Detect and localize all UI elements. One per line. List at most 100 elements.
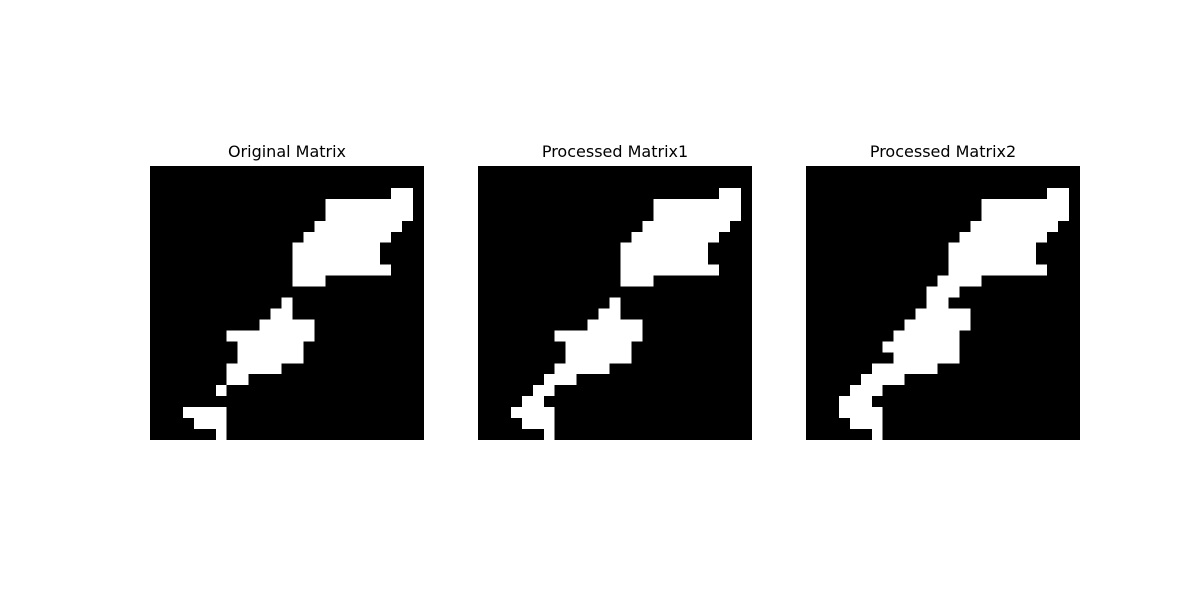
matrix-cell xyxy=(827,418,839,430)
matrix-cell xyxy=(543,407,555,419)
matrix-cell xyxy=(488,198,500,210)
matrix-cell xyxy=(730,396,742,408)
matrix-cell xyxy=(664,374,676,386)
matrix-cell xyxy=(620,374,632,386)
matrix-cell xyxy=(358,308,370,320)
matrix-cell xyxy=(620,363,632,375)
matrix-cell xyxy=(521,242,533,254)
matrix-cell xyxy=(369,187,381,199)
matrix-cell xyxy=(970,253,982,265)
matrix-cell xyxy=(391,308,403,320)
matrix-cell xyxy=(347,418,359,430)
matrix-cell xyxy=(193,308,205,320)
matrix-cell xyxy=(860,385,872,397)
matrix-cell xyxy=(193,166,205,178)
matrix-cell xyxy=(697,187,709,199)
matrix-cell xyxy=(741,187,752,199)
matrix-cell xyxy=(609,275,621,287)
matrix-cell xyxy=(915,187,927,199)
matrix-cell xyxy=(336,231,348,243)
matrix-cell xyxy=(204,264,216,276)
matrix-cell xyxy=(806,308,818,320)
matrix-cell xyxy=(741,308,752,320)
matrix-cell xyxy=(259,264,271,276)
matrix-cell xyxy=(1025,286,1037,298)
matrix-cell xyxy=(708,418,720,430)
matrix-cell xyxy=(937,319,949,331)
matrix-cell xyxy=(182,396,194,408)
matrix-cell xyxy=(478,297,490,309)
matrix-cell xyxy=(1003,330,1015,342)
matrix-cell xyxy=(521,220,533,232)
matrix-cell xyxy=(543,275,555,287)
matrix-cell xyxy=(325,297,337,309)
matrix-cell xyxy=(259,176,271,188)
matrix-cell xyxy=(719,264,731,276)
matrix-cell xyxy=(816,231,828,243)
matrix-cell xyxy=(816,407,828,419)
matrix-cell xyxy=(478,220,490,232)
matrix-cell xyxy=(488,297,500,309)
matrix-cell xyxy=(1003,187,1015,199)
matrix-cell xyxy=(1014,341,1026,353)
matrix-cell xyxy=(708,352,720,364)
matrix-cell xyxy=(336,352,348,364)
matrix-cell xyxy=(204,209,216,221)
matrix-cell xyxy=(587,407,599,419)
matrix-cell xyxy=(193,231,205,243)
matrix-cell xyxy=(402,220,414,232)
matrix-cell xyxy=(270,418,282,430)
matrix-cell xyxy=(871,374,883,386)
matrix-cell xyxy=(281,286,293,298)
matrix-cell xyxy=(959,330,971,342)
matrix-cell xyxy=(719,352,731,364)
matrix-cell xyxy=(226,297,238,309)
matrix-cell xyxy=(816,352,828,364)
matrix-cell xyxy=(882,253,894,265)
matrix-cell xyxy=(510,253,522,265)
matrix-cell xyxy=(380,308,392,320)
matrix-cell xyxy=(653,231,665,243)
matrix-cell xyxy=(849,319,861,331)
matrix-cell xyxy=(631,166,643,178)
matrix-cell xyxy=(171,275,183,287)
matrix-cell xyxy=(248,352,260,364)
matrix-cell xyxy=(860,429,872,440)
matrix-cell xyxy=(347,264,359,276)
matrix-cell xyxy=(970,352,982,364)
matrix-cell xyxy=(226,275,238,287)
matrix-cell xyxy=(708,220,720,232)
matrix-cell xyxy=(303,176,315,188)
matrix-cell xyxy=(478,363,490,375)
matrix-cell xyxy=(226,363,238,375)
matrix-cell xyxy=(292,374,304,386)
matrix-cell xyxy=(325,429,337,440)
matrix-cell xyxy=(893,286,905,298)
matrix-cell xyxy=(499,319,511,331)
matrix-cell xyxy=(314,166,326,178)
matrix-cell xyxy=(598,319,610,331)
matrix-cell xyxy=(686,166,698,178)
matrix-cell xyxy=(741,166,752,178)
matrix-cell xyxy=(270,176,282,188)
matrix-cell xyxy=(521,319,533,331)
matrix-cell xyxy=(1003,176,1015,188)
matrix-cell xyxy=(904,396,916,408)
matrix-cell xyxy=(948,396,960,408)
matrix-cell xyxy=(380,319,392,331)
matrix-cell xyxy=(259,308,271,320)
matrix-cell xyxy=(642,319,654,331)
matrix-cell xyxy=(1047,297,1059,309)
matrix-cell xyxy=(1058,264,1070,276)
matrix-cell xyxy=(959,308,971,320)
matrix-cell xyxy=(565,264,577,276)
matrix-cell xyxy=(510,220,522,232)
matrix-cell xyxy=(1003,352,1015,364)
matrix-cell xyxy=(1047,187,1059,199)
matrix-cell xyxy=(838,385,850,397)
matrix-cell xyxy=(620,187,632,199)
matrix-cell xyxy=(358,407,370,419)
matrix-cell xyxy=(609,166,621,178)
matrix-cell xyxy=(827,396,839,408)
matrix-cell xyxy=(215,330,227,342)
